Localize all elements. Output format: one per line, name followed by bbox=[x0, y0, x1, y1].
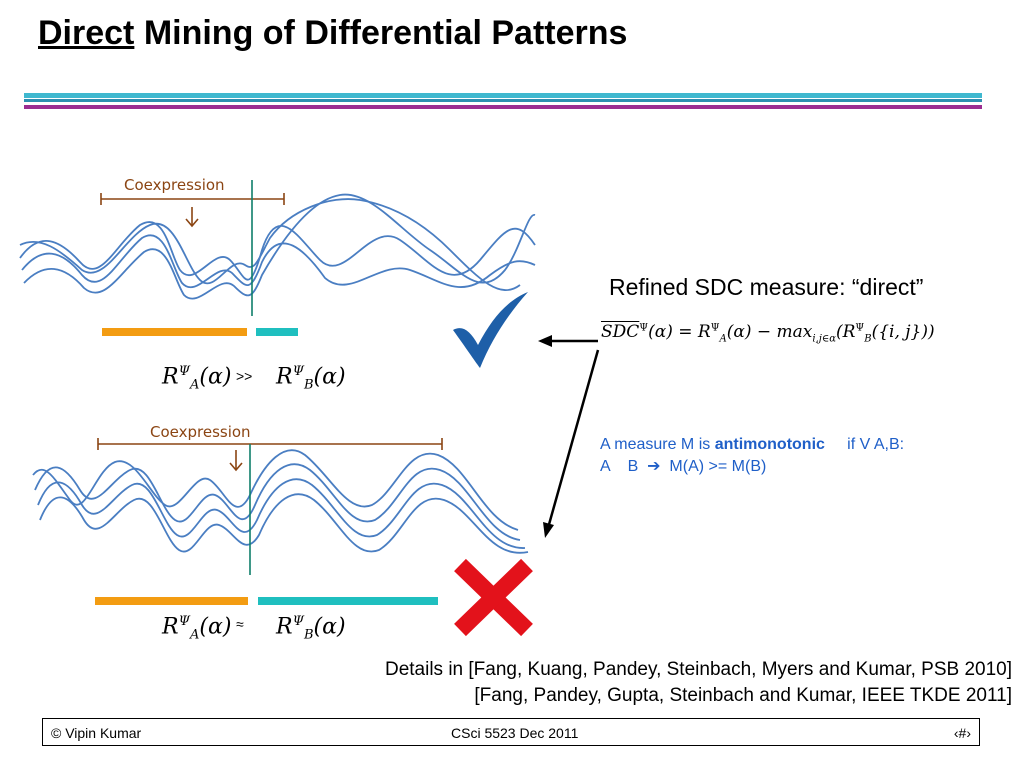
bottom-waves bbox=[32, 449, 529, 554]
bottom-ra-label: RΨA(α) bbox=[162, 614, 232, 643]
refined-sdc-heading: Refined SDC measure: “direct” bbox=[609, 274, 924, 300]
title-rule-purple bbox=[24, 105, 982, 109]
bottom-teal-bar bbox=[258, 597, 438, 605]
arrow-to-cross-head bbox=[543, 522, 554, 538]
top-ra-label: RΨA(α) bbox=[162, 364, 232, 393]
top-waves bbox=[19, 193, 536, 300]
anti-line-2: A B ➔ M(A) >= M(B) bbox=[600, 458, 767, 475]
title-text: Mining of Differential Patterns bbox=[134, 14, 628, 52]
cross-mark-icon bbox=[454, 558, 533, 637]
top-relation: >> bbox=[236, 368, 253, 384]
bottom-rb-label: RΨB(α) bbox=[276, 614, 346, 643]
check-mark-icon bbox=[453, 292, 528, 368]
top-orange-bar bbox=[102, 328, 247, 336]
sdc-formula: SDCΨ(α) = RΨA(α) − maxi,j∈α(RΨB({i, j})) bbox=[601, 322, 935, 345]
slide-footer: © Vipin Kumar CSci 5523 Dec 2011 ‹#› bbox=[42, 718, 980, 746]
slide-title: Direct Mining of Differential Patterns bbox=[38, 14, 627, 53]
reference-2: [Fang, Pandey, Gupta, Steinbach and Kuma… bbox=[474, 685, 1012, 706]
arrow-to-cross bbox=[546, 349, 600, 529]
top-teal-bar bbox=[256, 328, 298, 336]
footer-author: © Vipin Kumar bbox=[51, 725, 142, 741]
references: Details in [Fang, Kuang, Pandey, Steinba… bbox=[385, 657, 1012, 709]
title-rule-blue bbox=[24, 99, 982, 102]
title-rule-cyan bbox=[24, 93, 982, 98]
top-rb-label: RΨB(α) bbox=[276, 364, 346, 393]
top-coexpression-label: Coexpression bbox=[124, 176, 225, 194]
footer-page-number: ‹#› bbox=[953, 725, 971, 741]
footer-course: CSci 5523 Dec 2011 bbox=[451, 725, 579, 741]
title-emphasis: Direct bbox=[38, 14, 135, 52]
top-bracket bbox=[100, 193, 285, 228]
bottom-bracket bbox=[97, 438, 443, 472]
reference-1: Details in [Fang, Kuang, Pandey, Steinba… bbox=[384, 659, 1012, 680]
arrow-to-check-head bbox=[538, 335, 552, 347]
antimonotonic-definition: A measure M is antimonotonic if V A,B: A… bbox=[600, 434, 904, 478]
bottom-coexpression-label: Coexpression bbox=[150, 423, 251, 441]
bottom-relation: ≈ bbox=[236, 616, 244, 632]
bottom-orange-bar bbox=[95, 597, 248, 605]
anti-line-1: A measure M is antimonotonic if V A,B: bbox=[600, 436, 905, 453]
